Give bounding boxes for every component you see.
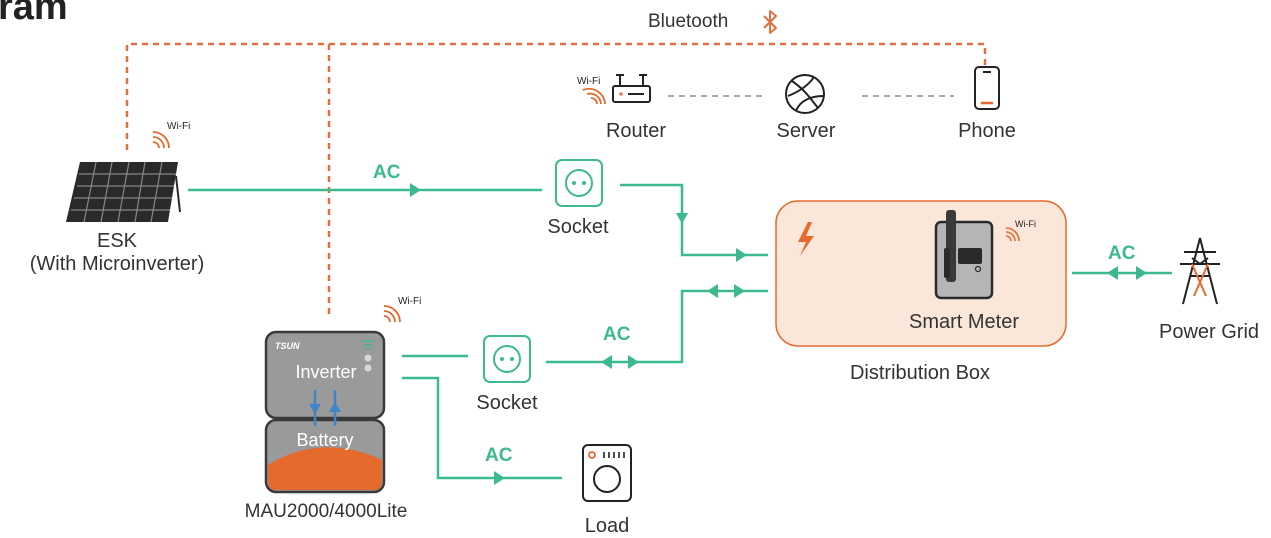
lightning-icon (798, 222, 814, 256)
server-label: Server (776, 120, 836, 142)
ac-label-socket: AC (603, 324, 631, 345)
meter-wifi-icon (1005, 227, 1020, 242)
esk-label: ESK (96, 230, 138, 252)
ac-label-grid: AC (1108, 243, 1136, 264)
server-globe-icon (785, 74, 825, 114)
unit-model-label: MAU2000/4000Lite (244, 501, 408, 522)
smart-meter-icon (934, 210, 994, 300)
bluetooth-icon (763, 10, 777, 34)
socket-bottom-label: Socket (476, 392, 538, 414)
distribution-box-label: Distribution Box (849, 362, 991, 384)
load-washing-machine-icon (582, 444, 632, 502)
battery-label: Battery (296, 430, 354, 450)
socket-bottom-icon (483, 335, 531, 383)
ac-label-load: AC (485, 445, 513, 466)
page-title-fragment: ram (0, 0, 68, 28)
router-icon (612, 74, 651, 103)
bluetooth-link (125, 42, 987, 316)
router-wifi-icon (582, 87, 606, 105)
brand-logo: TSUN (275, 341, 300, 351)
meter-wifi-tag: Wi-Fi (1015, 219, 1036, 229)
esk-wifi-tag: Wi-Fi (167, 121, 191, 132)
unit-wifi-tag: Wi-Fi (398, 296, 422, 307)
phone-label: Phone (958, 120, 1016, 142)
ac-label-esk: AC (373, 162, 401, 183)
esk-wifi-icon (152, 131, 170, 149)
esk-sublabel: (With Microinverter) (29, 253, 205, 275)
ac-arrowheads (410, 183, 1147, 485)
power-grid-tower-icon (1180, 237, 1220, 305)
bluetooth-label: Bluetooth (648, 11, 729, 32)
smart-meter-label: Smart Meter (909, 311, 1020, 333)
unit-wifi-icon (383, 305, 401, 323)
inverter-battery-unit (264, 330, 386, 494)
distribution-box (775, 200, 1067, 347)
power-grid-label: Power Grid (1158, 321, 1260, 343)
router-wifi-tag: Wi-Fi (577, 76, 601, 87)
phone-icon (974, 66, 1000, 110)
solar-panel-icon (66, 161, 181, 223)
charge-arrows-icon (309, 390, 341, 426)
socket-top-icon (555, 159, 603, 207)
socket-top-label: Socket (547, 216, 609, 238)
load-label: Load (584, 515, 630, 537)
router-label: Router (605, 120, 667, 142)
inverter-label: Inverter (295, 362, 357, 382)
